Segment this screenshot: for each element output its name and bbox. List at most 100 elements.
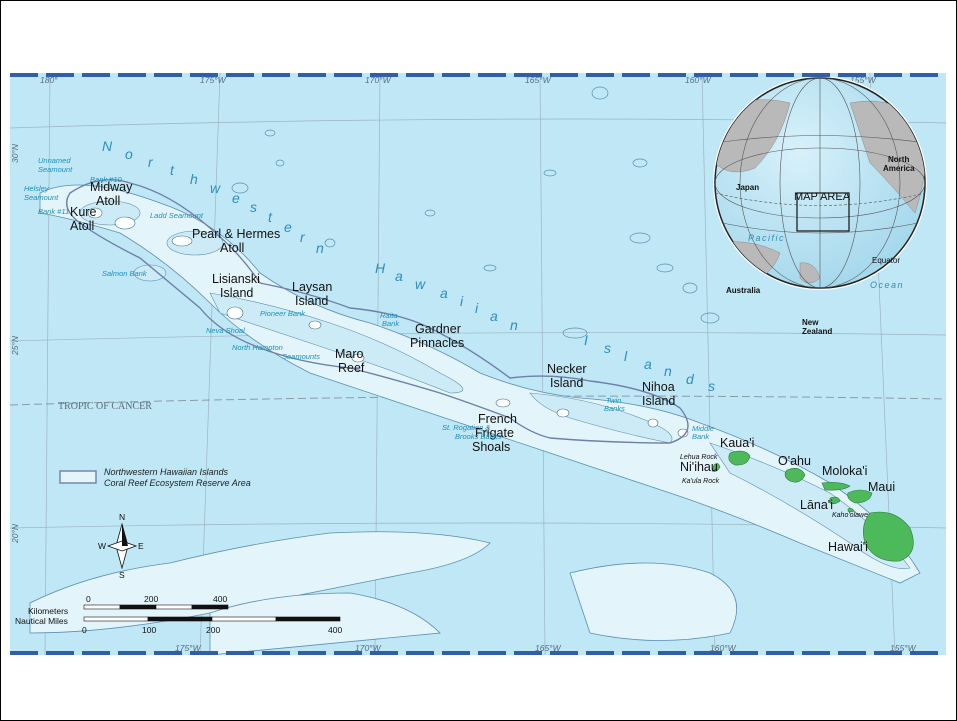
label-oahu: O'ahu: [778, 454, 811, 468]
svg-text:Bank #10: Bank #10: [90, 175, 123, 184]
svg-text:100: 100: [142, 625, 156, 635]
svg-text:155°W: 155°W: [890, 643, 917, 653]
svg-text:Ladd Seamount: Ladd Seamount: [150, 211, 204, 220]
niihau-island: [711, 463, 721, 472]
svg-text:N: N: [102, 138, 113, 154]
svg-text:r: r: [148, 154, 154, 170]
svg-text:170°W: 170°W: [365, 75, 392, 85]
svg-text:Nautical Miles: Nautical Miles: [15, 616, 68, 626]
svg-text:200: 200: [144, 594, 158, 604]
svg-text:30°N: 30°N: [10, 143, 20, 163]
compass-e: E: [138, 541, 144, 551]
lanai-island: [829, 496, 841, 504]
svg-text:o: o: [125, 146, 134, 162]
svg-text:Kaho'olawe: Kaho'olawe: [832, 512, 868, 519]
svg-text:MAP AREA: MAP AREA: [794, 191, 851, 203]
svg-text:a: a: [490, 308, 499, 324]
compass-n: N: [119, 512, 125, 522]
legend: Northwestern Hawaiian Islands Coral Reef…: [59, 467, 251, 488]
map-bottom-border: [10, 651, 946, 655]
rock-labels: Lehua Rock Ka'ula Rock Kaho'olawe: [680, 454, 868, 519]
svg-text:h: h: [190, 171, 199, 187]
svg-text:w: w: [415, 276, 426, 292]
svg-text:170°W: 170°W: [355, 643, 382, 653]
svg-text:a: a: [440, 285, 449, 301]
svg-text:Japan: Japan: [736, 183, 759, 192]
scale-bar-nm: Nautical Miles 0 100 200 400: [15, 616, 342, 635]
label-lanai: Lāna'i: [800, 498, 833, 512]
svg-text:North HamptonSeamounts: North HamptonSeamounts: [232, 343, 320, 361]
svg-text:180°: 180°: [40, 75, 58, 85]
svg-text:400: 400: [213, 594, 227, 604]
label-hawaii: Hawai'i: [828, 540, 868, 554]
svg-text:r: r: [300, 229, 306, 245]
svg-text:160°W: 160°W: [685, 75, 712, 85]
svg-text:Lehua Rock: Lehua Rock: [680, 454, 718, 461]
svg-text:Bank #11: Bank #11: [38, 207, 69, 216]
svg-text:155°W: 155°W: [850, 75, 877, 85]
region-name-northwestern: N o r t h w e s t e r n: [102, 138, 324, 256]
svg-text:s: s: [708, 378, 716, 394]
maui-island: [847, 489, 873, 504]
svg-text:400: 400: [328, 625, 342, 635]
svg-text:25°N: 25°N: [10, 335, 20, 356]
latitude-labels: 30°N 25°N 20°N: [10, 143, 20, 544]
svg-text:i: i: [475, 300, 479, 316]
svg-text:Northwestern Hawaiian Islands: Northwestern Hawaiian Islands: [104, 467, 229, 477]
svg-text:175°W: 175°W: [200, 75, 227, 85]
label-niihau: Ni'ihau: [680, 460, 718, 474]
svg-text:Ka'ula Rock: Ka'ula Rock: [682, 478, 720, 485]
longitude-labels-top: 180° 175°W 170°W 165°W 160°W 155°W: [40, 75, 877, 85]
svg-text:t: t: [268, 209, 273, 225]
svg-text:e: e: [232, 190, 241, 206]
compass-rose: N S E W: [98, 512, 144, 580]
compass-w: W: [98, 541, 106, 551]
svg-text:n: n: [664, 363, 673, 379]
region-name-hawaiian: H a w a i i a n: [375, 260, 519, 333]
svg-text:Salmon Bank: Salmon Bank: [102, 269, 148, 278]
svg-text:20°N: 20°N: [10, 523, 20, 544]
hawaii-island: [863, 511, 914, 562]
longitude-labels-bottom: 175°W 170°W 165°W 160°W 155°W: [175, 643, 917, 653]
svg-text:a: a: [644, 356, 653, 372]
svg-text:0: 0: [82, 625, 87, 635]
reserve-boundary: [66, 178, 689, 444]
kauai-island: [728, 450, 751, 466]
svg-text:Kilometers: Kilometers: [28, 606, 68, 616]
svg-text:i: i: [460, 293, 464, 309]
svg-text:Equator: Equator: [872, 256, 900, 265]
svg-text:160°W: 160°W: [710, 643, 737, 653]
svg-text:Coral Reef Ecosystem Reserve A: Coral Reef Ecosystem Reserve Area: [104, 478, 251, 488]
label-kauai: Kaua'i: [720, 436, 754, 450]
svg-text:St. Rogatien &Brooks Banks: St. Rogatien &Brooks Banks: [442, 423, 502, 441]
svg-text:s: s: [604, 340, 612, 356]
seamounts: [231, 86, 720, 339]
svg-text:I: I: [584, 332, 589, 348]
svg-text:Neva Shoal: Neva Shoal: [206, 326, 245, 335]
label-maui: Maui: [868, 480, 895, 494]
region-name-islands: I s l a n d s: [584, 332, 716, 394]
svg-text:n: n: [510, 317, 519, 333]
oahu-island: [784, 468, 806, 483]
svg-text:d: d: [686, 371, 695, 387]
legend-swatch: [59, 470, 97, 484]
svg-text:Pioneer Bank: Pioneer Bank: [260, 309, 306, 318]
map-area-box: [796, 192, 850, 232]
scale-bar-km: 0 200 400 Kilometers: [28, 594, 229, 616]
map-figure: 180° 175°W 170°W 165°W 160°W 155°W 175°W…: [10, 73, 946, 655]
tropic-label: TROPIC OF CANCER: [58, 401, 152, 412]
svg-text:165°W: 165°W: [525, 75, 552, 85]
